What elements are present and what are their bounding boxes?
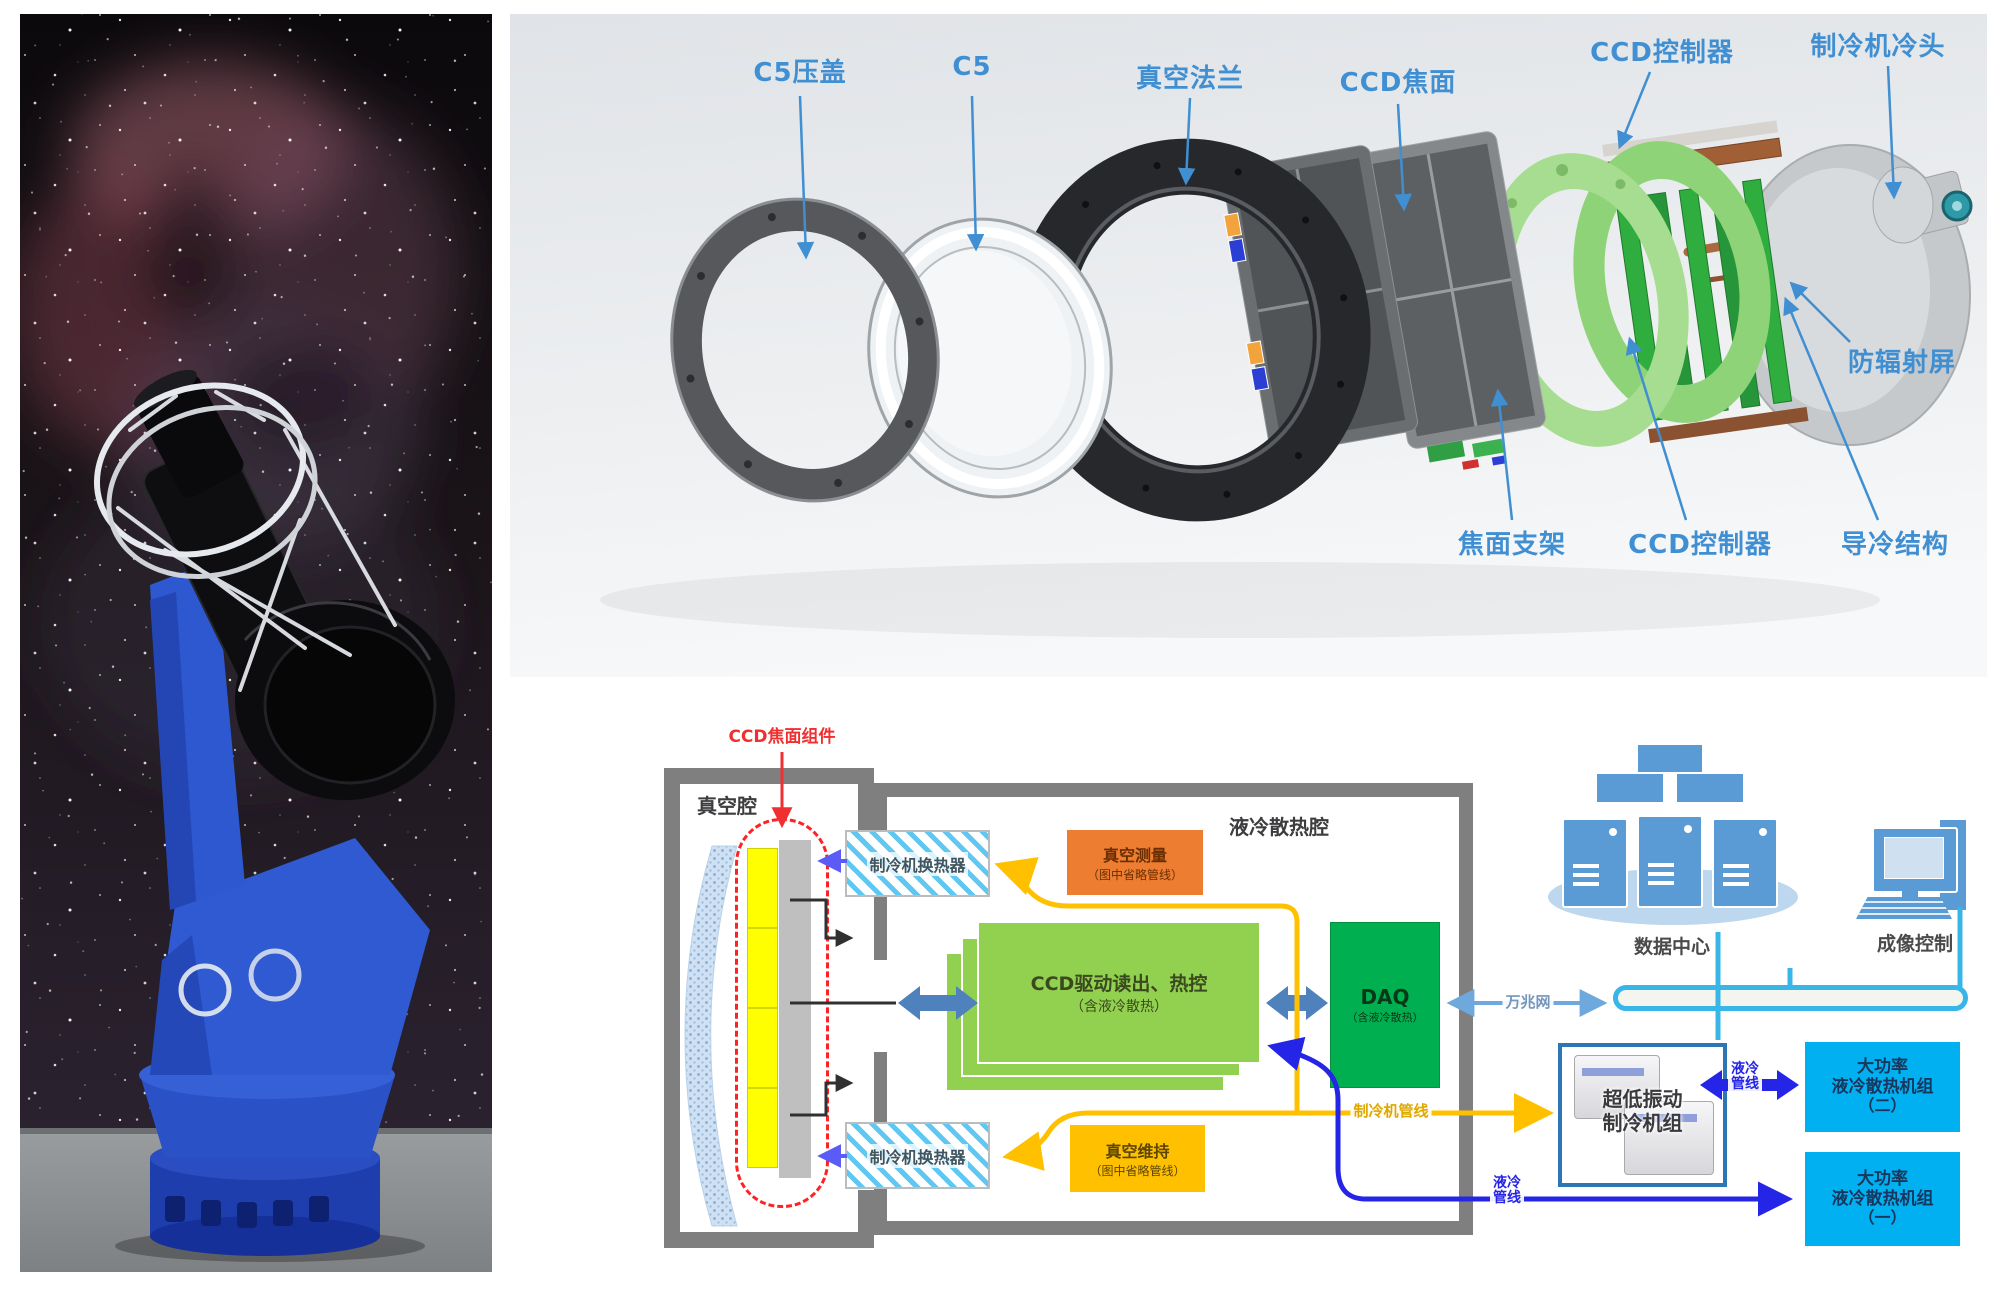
- server-block-icon: [1636, 743, 1704, 774]
- label-radiation-shield: 防辐射屏: [1847, 348, 1957, 378]
- label-data-center: 数据中心: [1633, 936, 1711, 958]
- label-cold-head: 制冷机冷头: [1810, 32, 1946, 62]
- label-vacuum-flange: 真空法兰: [1135, 64, 1245, 94]
- server-block-icon: [1595, 772, 1665, 804]
- server-tower-icon: [1637, 815, 1703, 908]
- label-ccd-focal: CCD焦面: [1339, 68, 1457, 98]
- chiller-unit-2-box: 大功率 液冷散热机组 （二）: [1805, 1042, 1960, 1132]
- telescope-tube: [93, 369, 455, 800]
- focal-plane-base-bar: [779, 840, 811, 1178]
- vacuum-measure-box: 真空测量 （图中省略管线）: [1067, 830, 1203, 895]
- heat-exchanger-top: 制冷机换热器: [845, 830, 990, 897]
- monitor-icon: [1872, 827, 1958, 893]
- heat-exchanger-bottom: 制冷机换热器: [845, 1122, 990, 1189]
- c5-cover-ring: [670, 197, 940, 503]
- chiller-unit-1-box: 大功率 液冷散热机组 （一）: [1805, 1152, 1960, 1246]
- label-cryo-pipeline: 制冷机管线: [1350, 1103, 1432, 1120]
- label-c5-cover: C5压盖: [753, 58, 847, 88]
- daq-box: DAQ （含液冷散热）: [1330, 922, 1440, 1088]
- wall-opening: [858, 850, 874, 1190]
- server-block-icon: [1675, 772, 1745, 804]
- monitor-stand: [1902, 889, 1918, 897]
- label-coolant-pipeline-a: 液冷 管线: [1728, 1061, 1762, 1093]
- c5-lens-ring: [867, 217, 1113, 499]
- keyboard-icon: [1856, 897, 1952, 919]
- leader-arrows: [796, 65, 1903, 521]
- label-vacuum-chamber: 真空腔: [697, 794, 757, 818]
- label-ccd-assembly: CCD焦面组件: [728, 727, 836, 747]
- exploded-view-art: [510, 14, 1987, 677]
- server-tower-icon: [1562, 818, 1628, 908]
- vacuum-maintain-box: 真空维持 （图中省略管线）: [1070, 1125, 1205, 1192]
- label-coolant-pipeline-b: 液冷 管线: [1490, 1175, 1524, 1207]
- server-tower-icon: [1712, 818, 1778, 908]
- ccd-drive-box: CCD驱动读出、热控 （含液冷散热）: [977, 921, 1261, 1064]
- cryocooler-unit-box: 超低振动 制冷机组: [1558, 1043, 1727, 1187]
- green-frame-rear: [1573, 141, 1771, 423]
- label-ccd-controller-bottom: CCD控制器: [1628, 530, 1772, 560]
- wall-opening-2: [873, 960, 887, 1052]
- label-c5: C5: [952, 52, 992, 82]
- label-imaging-control: 成像控制: [1876, 933, 1954, 955]
- telescope-photo: [20, 14, 492, 1272]
- telescope-mount: [139, 560, 430, 1256]
- label-cold-structure: 导冷结构: [1840, 530, 1950, 560]
- label-network: 万兆网: [1502, 994, 1554, 1011]
- label-ccd-controller-top: CCD控制器: [1590, 38, 1734, 68]
- network-bus-bar: [1613, 985, 1968, 1011]
- label-focal-support: 焦面支架: [1457, 530, 1567, 560]
- label-cooling-chamber: 液冷散热腔: [1229, 815, 1329, 839]
- ccd-assembly-outline: [735, 818, 829, 1208]
